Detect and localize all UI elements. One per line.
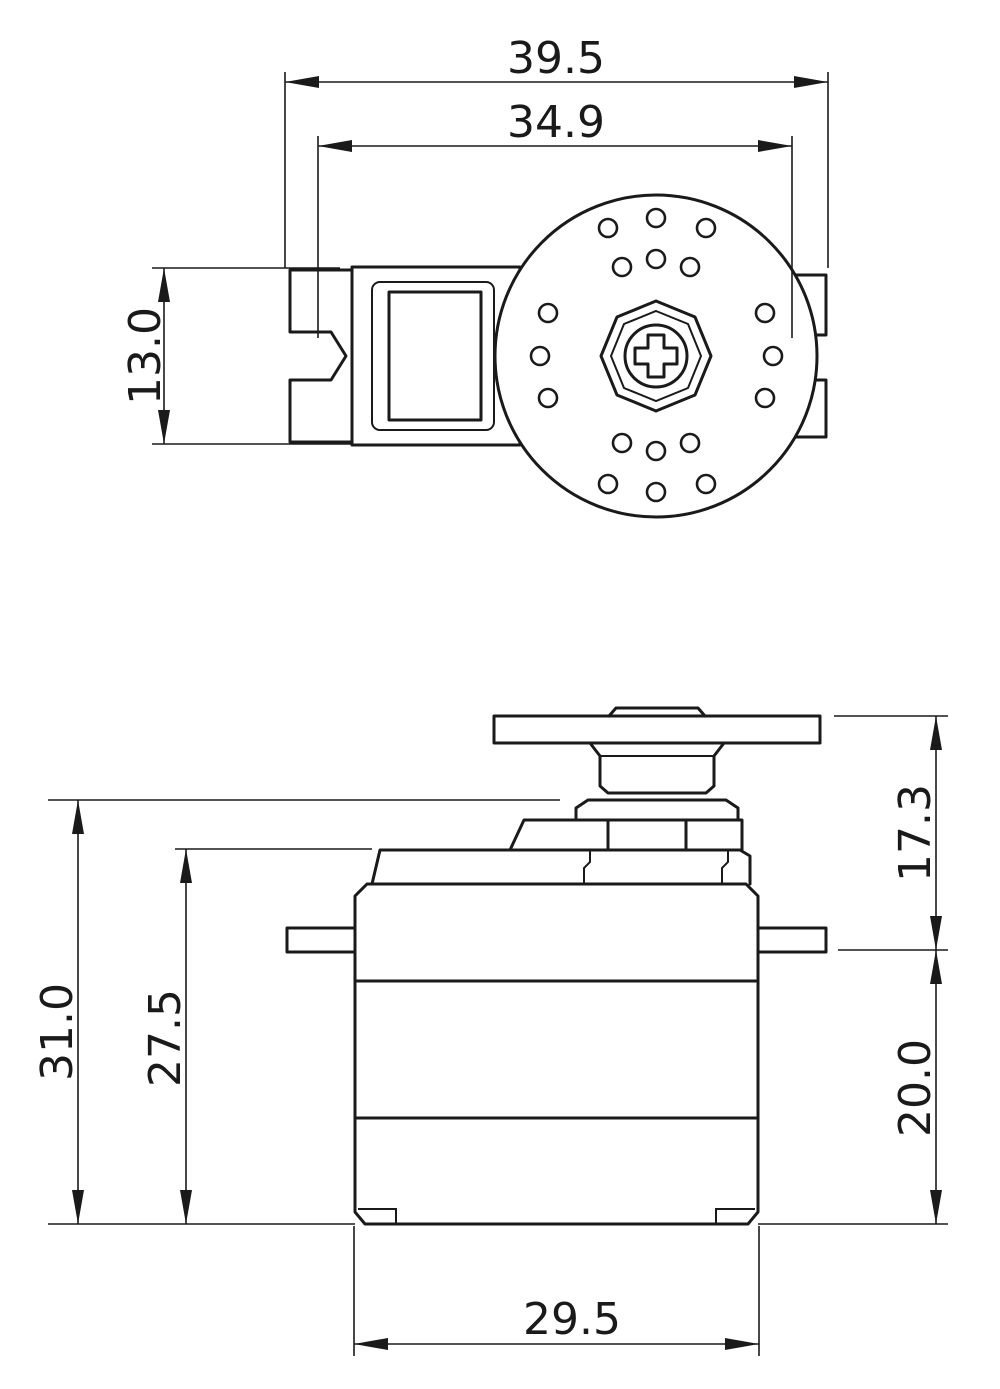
dimension-top-overall-width: 39.5 xyxy=(284,33,829,268)
top-view: 39.5 34.9 13.0 xyxy=(120,33,829,519)
horn-hole xyxy=(645,440,667,462)
side-left-flange xyxy=(285,926,357,954)
side-gear-case xyxy=(370,848,752,886)
top-left-mount-tab xyxy=(288,268,354,444)
horn-hole xyxy=(611,256,633,278)
dimension-label: 31.0 xyxy=(32,983,83,1081)
dimension-side-total-height: 31.0 xyxy=(32,799,560,1225)
dimension-side-case-height: 27.5 xyxy=(140,848,372,1224)
side-output-shaft xyxy=(574,798,740,820)
dimension-label: 39.5 xyxy=(507,33,605,84)
horn-hole xyxy=(597,473,619,495)
dimension-label: 27.5 xyxy=(140,989,191,1087)
side-horn-plate xyxy=(492,714,822,745)
horn-hole xyxy=(754,302,776,324)
side-right-foot xyxy=(715,1208,755,1224)
horn-hole xyxy=(679,256,701,278)
horn-hole xyxy=(645,248,667,270)
dimension-top-hole-spacing: 34.9 xyxy=(317,97,793,338)
dimension-top-height: 13.0 xyxy=(120,267,352,445)
side-left-foot xyxy=(358,1208,397,1224)
dimension-label: 13.0 xyxy=(120,307,171,405)
plus-screw-icon xyxy=(633,333,679,379)
horn-hole xyxy=(679,432,701,454)
horn-hole xyxy=(645,207,667,229)
side-horn-hub xyxy=(588,741,726,795)
side-right-flange xyxy=(756,926,828,954)
dimension-label: 29.5 xyxy=(523,1294,621,1345)
horn-center-hex xyxy=(599,299,713,413)
horn-center-screw xyxy=(623,323,689,389)
horn-hole xyxy=(537,387,559,409)
horn-hole xyxy=(695,217,717,239)
dimension-side-top-height: 17.3 xyxy=(834,715,948,951)
horn-hole xyxy=(762,345,784,367)
side-view: 31.0 27.5 17.3 20.0 xyxy=(32,706,948,1356)
horn-hole xyxy=(754,387,776,409)
horn-hole xyxy=(611,432,633,454)
horn-center-hex-inner xyxy=(609,309,703,403)
horn-hole xyxy=(529,345,551,367)
horn-hole xyxy=(645,481,667,503)
top-horn-disc xyxy=(493,193,819,519)
side-main-body xyxy=(353,882,760,1226)
side-upper-housing xyxy=(508,818,610,852)
dimension-label: 17.3 xyxy=(890,784,941,882)
top-case-window xyxy=(387,290,483,422)
horn-hole xyxy=(695,473,717,495)
horn-hole xyxy=(537,302,559,324)
horn-holes xyxy=(529,207,784,503)
dimension-label: 34.9 xyxy=(507,97,605,148)
dimension-label: 20.0 xyxy=(890,1039,941,1137)
horn-hole xyxy=(597,217,619,239)
dimension-side-width: 29.5 xyxy=(353,1226,760,1356)
side-horn-plate-cap xyxy=(607,706,707,718)
dimension-side-lower-height: 20.0 xyxy=(758,950,948,1225)
